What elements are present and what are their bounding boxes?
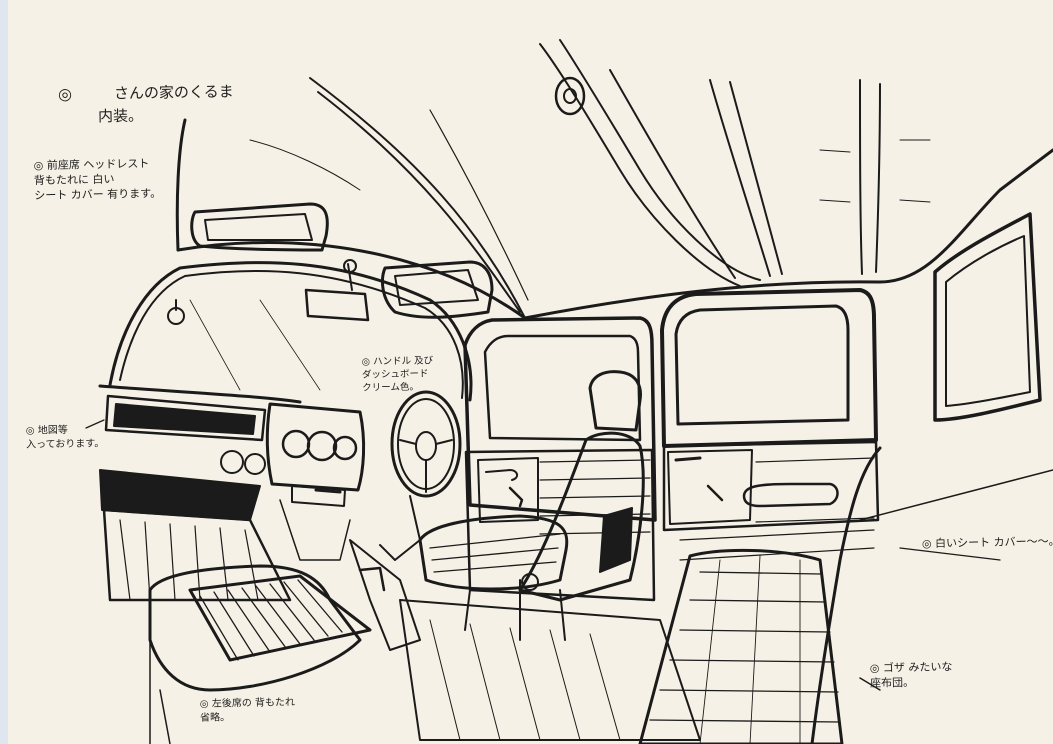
note-line: シート カバー 有ります。 bbox=[34, 186, 162, 202]
annotation-arrows bbox=[85, 419, 1001, 561]
rear-seat-left bbox=[148, 564, 372, 744]
drawing-subtitle: 内装。 bbox=[97, 106, 144, 126]
windshield bbox=[108, 259, 473, 402]
note-line: クリーム色。 bbox=[362, 381, 420, 394]
drawing-title: ◎ さんの家のくるま bbox=[58, 80, 234, 105]
note-steering-dashboard: ◎ ハンドル 及び ダッシュボード クリーム色。 bbox=[362, 355, 434, 395]
note-line: ◎ 前座席 ヘッドレスト bbox=[33, 157, 150, 173]
title-text: さんの家のくるま bbox=[113, 82, 234, 103]
circle-mark-icon: ◎ bbox=[57, 84, 73, 104]
door-frames bbox=[463, 212, 1042, 522]
note-line: 入っております。 bbox=[26, 437, 105, 451]
front-seat bbox=[418, 370, 645, 641]
note-line: ◎ ゴザ みたいな bbox=[869, 660, 953, 675]
sun-visors bbox=[190, 202, 494, 319]
note-line: 省略。 bbox=[200, 711, 231, 724]
dashboard bbox=[98, 384, 366, 561]
note-white-seat-cover: ◎ 白いシート カバー〜〜。 bbox=[921, 534, 1053, 551]
note-line: ダッシュボード bbox=[361, 368, 429, 381]
rear-seat-right-goza-cushion bbox=[638, 446, 1053, 744]
paper-edge bbox=[0, 0, 8, 744]
note-rear-backrest: ◎ 左後席の 背もたれ 省略。 bbox=[200, 696, 296, 725]
note-headrest: ◎ 前座席 ヘッドレスト 背もたれに 白い シート カバー 有ります。 bbox=[34, 157, 162, 204]
note-goza-cushion: ◎ ゴザ みたいな 座布団。 bbox=[870, 660, 953, 691]
roof-lining bbox=[175, 39, 1053, 320]
note-map-pocket: ◎ 地図等 入っております。 bbox=[26, 423, 105, 451]
note-line: ◎ 左後席の 背もたれ bbox=[199, 697, 296, 710]
note-line: 座布団。 bbox=[870, 675, 915, 690]
note-line: ◎ 地図等 bbox=[25, 424, 68, 437]
note-line: ◎ ハンドル 及び bbox=[361, 355, 434, 368]
steering-wheel bbox=[379, 390, 462, 561]
